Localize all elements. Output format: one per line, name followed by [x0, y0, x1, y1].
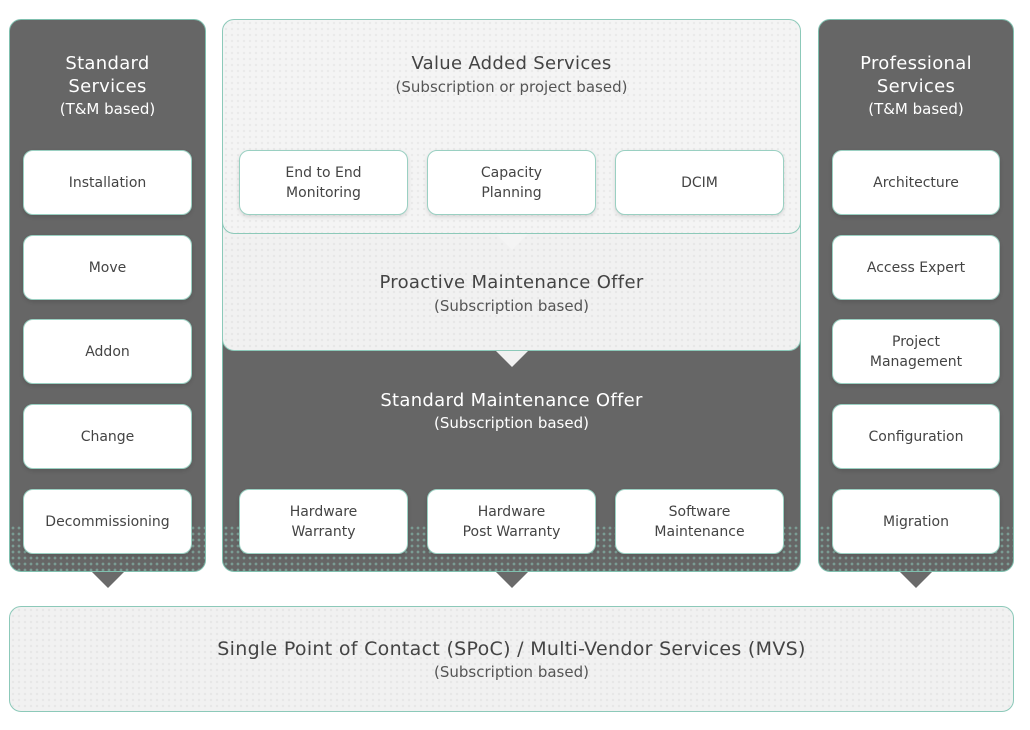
pro-card-access-expert: Access Expert: [832, 235, 1000, 300]
value-card-end-to-end-monitoring: End to End Monitoring: [239, 150, 408, 215]
value-added-subtitle: (Subscription or project based): [395, 78, 628, 96]
pro-card-project-management: Project Management: [832, 319, 1000, 384]
proactive-maintenance-subtitle: (Subscription based): [434, 297, 589, 315]
professional-services-heading: Professional Services (T&M based): [819, 52, 1013, 120]
spoc-subtitle: (Subscription based): [434, 663, 589, 681]
standard-maintenance-panel: Standard Maintenance Offer (Subscription…: [222, 330, 801, 572]
standard-maintenance-title: Standard Maintenance Offer: [380, 390, 643, 411]
value-added-arrow: [496, 234, 528, 250]
service-card-change: Change: [23, 404, 192, 469]
value-card-capacity-planning: Capacity Planning: [427, 150, 596, 215]
maintenance-card-hardware-warranty: Hardware Warranty: [239, 489, 408, 554]
value-card-dcim: DCIM: [615, 150, 784, 215]
professional-services-title: Professional Services: [860, 53, 972, 97]
service-card-addon: Addon: [23, 319, 192, 384]
value-added-heading: Value Added Services (Subscription or pr…: [223, 52, 800, 98]
standard-maintenance-subtitle: (Subscription based): [434, 414, 589, 432]
spoc-heading: Single Point of Contact (SPoC) / Multi-V…: [10, 637, 1013, 683]
spoc-panel: Single Point of Contact (SPoC) / Multi-V…: [9, 606, 1014, 712]
standard-maintenance-heading: Standard Maintenance Offer (Subscription…: [223, 389, 800, 434]
proactive-maintenance-heading: Proactive Maintenance Offer (Subscriptio…: [223, 271, 800, 317]
standard-services-panel: Standard Services (T&M based) Installati…: [9, 19, 206, 572]
maintenance-card-hardware-post-warranty: Hardware Post Warranty: [427, 489, 596, 554]
value-added-panel: Value Added Services (Subscription or pr…: [222, 19, 801, 234]
service-card-move: Move: [23, 235, 192, 300]
professional-services-arrow: [900, 572, 932, 588]
standard-services-heading: Standard Services (T&M based): [10, 52, 205, 120]
service-card-installation: Installation: [23, 150, 192, 215]
proactive-maintenance-title: Proactive Maintenance Offer: [379, 272, 644, 293]
standard-services-arrow: [92, 572, 124, 588]
pro-card-architecture: Architecture: [832, 150, 1000, 215]
service-card-decommissioning: Decommissioning: [23, 489, 192, 554]
maintenance-card-software-maintenance: Software Maintenance: [615, 489, 784, 554]
standard-maintenance-arrow: [496, 572, 528, 588]
professional-services-panel: Professional Services (T&M based) Archit…: [818, 19, 1014, 572]
pro-card-configuration: Configuration: [832, 404, 1000, 469]
pro-card-migration: Migration: [832, 489, 1000, 554]
proactive-maintenance-arrow: [496, 351, 528, 367]
standard-services-title: Standard Services: [65, 53, 150, 97]
spoc-title: Single Point of Contact (SPoC) / Multi-V…: [217, 638, 806, 660]
value-added-title: Value Added Services: [411, 53, 612, 74]
standard-services-subtitle: (T&M based): [59, 100, 156, 118]
professional-services-subtitle: (T&M based): [868, 100, 964, 118]
